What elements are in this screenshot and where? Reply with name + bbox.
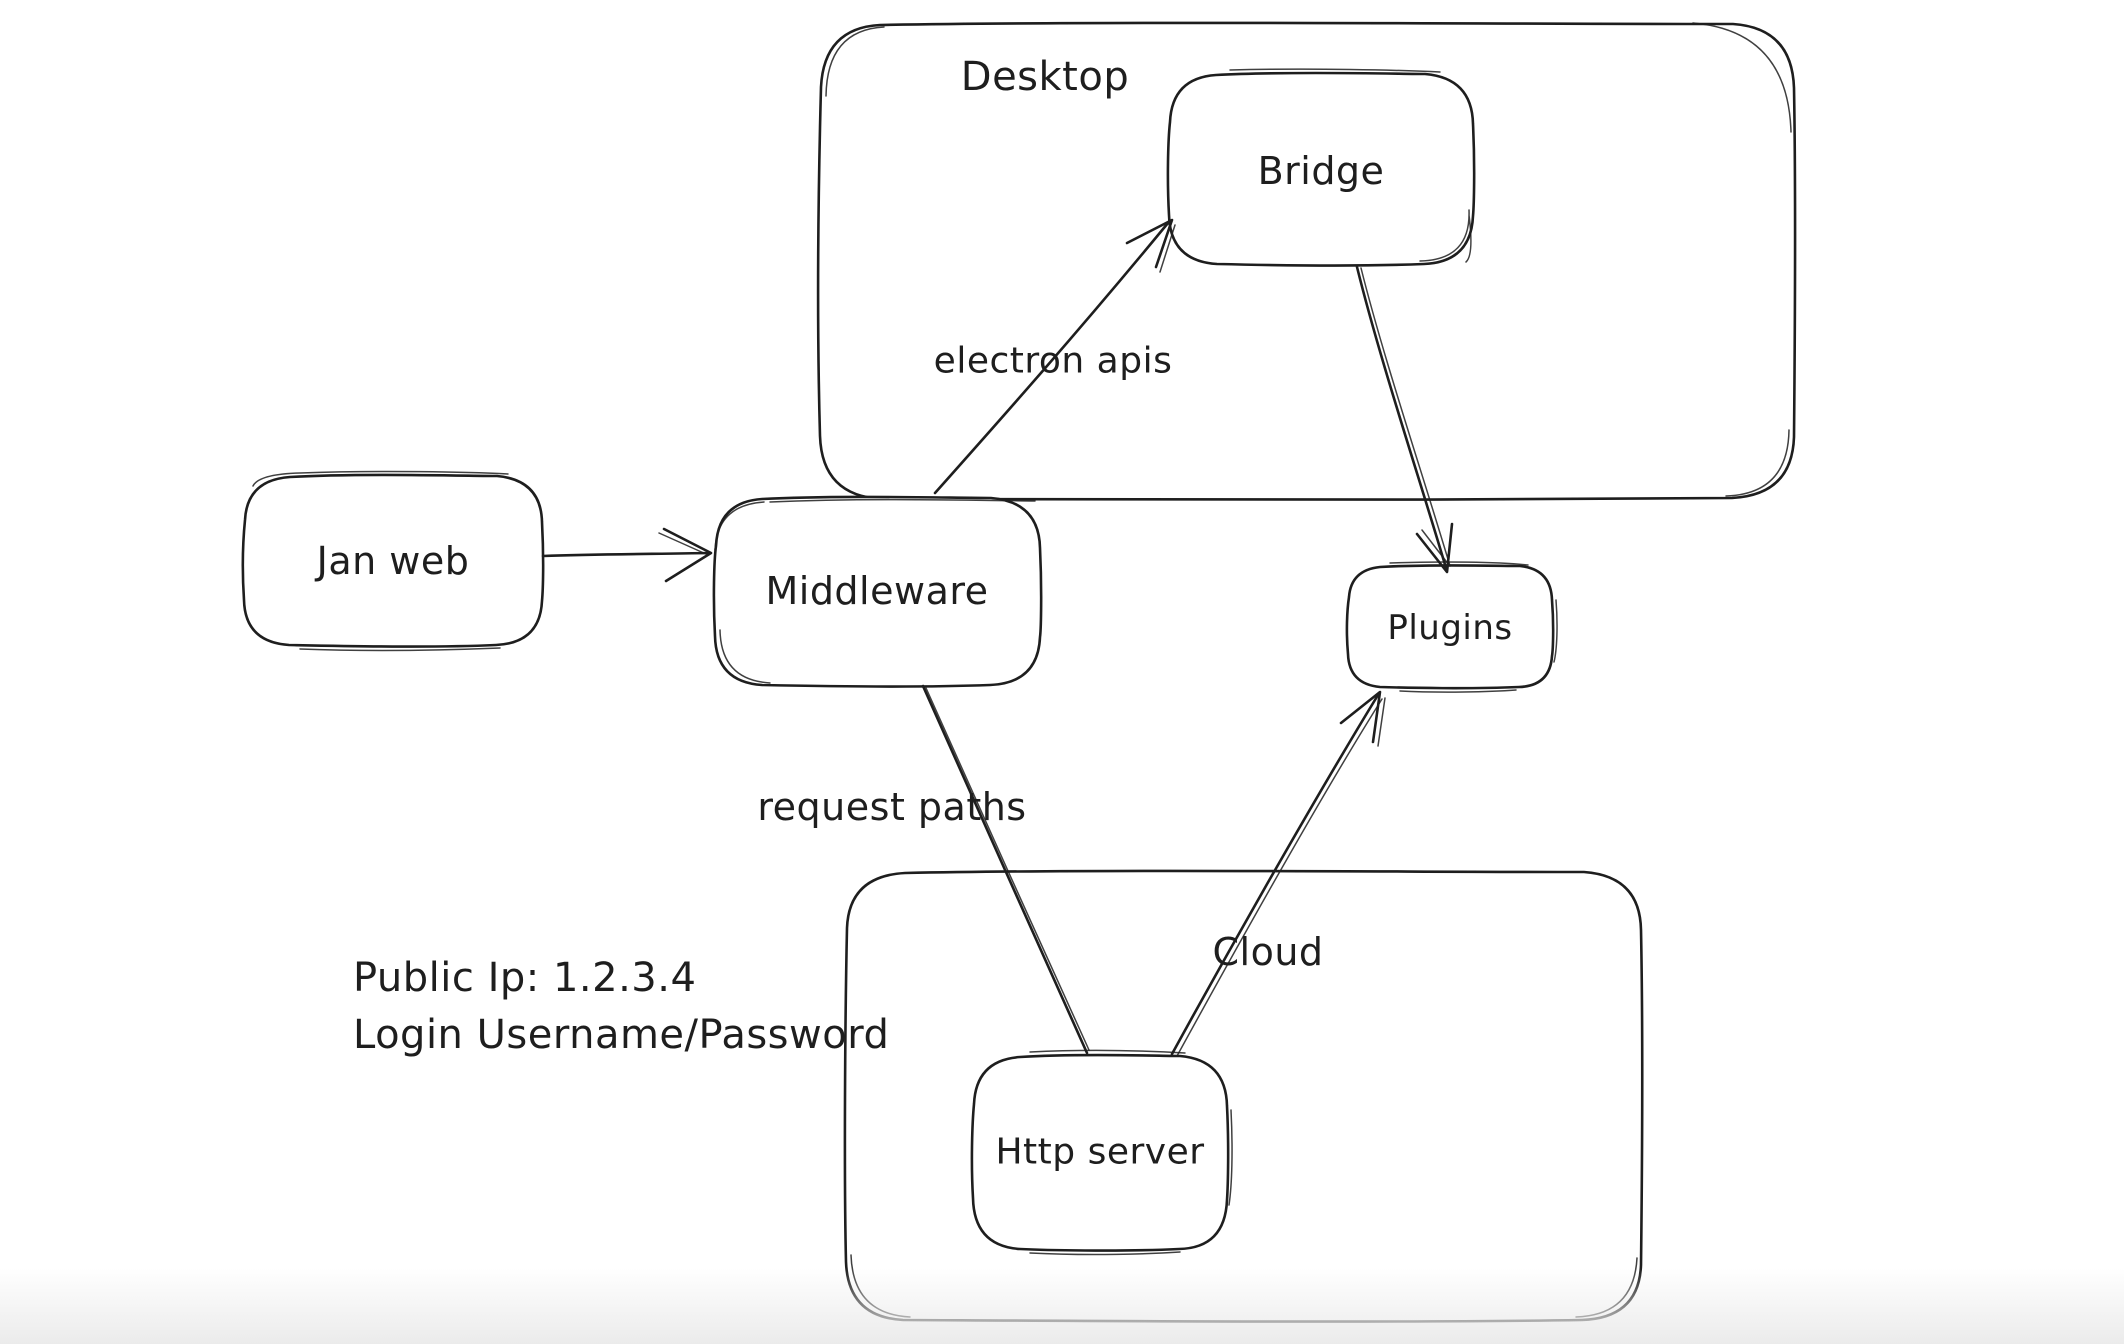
edge-middleware-httpserver[interactable]: [921, 684, 1090, 1055]
bridge-box-sketch[interactable]: [1229, 68, 1472, 263]
middleware-box-sketch[interactable]: [714, 498, 1036, 684]
middleware-label[interactable]: Middleware: [765, 569, 989, 613]
edge-middleware-bridge[interactable]: [933, 218, 1176, 495]
edge-httpserver-plugins[interactable]: [1170, 690, 1386, 1057]
edge-httpserver-plugins-line[interactable]: [1170, 693, 1380, 1056]
edge-janweb-middleware[interactable]: [541, 527, 713, 583]
edge-httpserver-plugins-arrowhead[interactable]: [1339, 690, 1382, 744]
edge-middleware-bridge-arrowhead[interactable]: [1125, 218, 1174, 269]
cloud-container-sketch[interactable]: [850, 1254, 1638, 1318]
plugins-box-sketch[interactable]: [1389, 561, 1558, 693]
jan-web-box-sketch[interactable]: [252, 470, 509, 652]
jan-web-label[interactable]: Jan web: [316, 539, 470, 583]
plugins-label[interactable]: Plugins: [1387, 608, 1513, 648]
http-server-label[interactable]: Http server: [995, 1131, 1205, 1173]
public-ip-annotation[interactable]: Public Ip: 1.2.3.4: [353, 955, 697, 1001]
edge-middleware-bridge-arrowhead-sketch[interactable]: [1159, 224, 1176, 273]
jan-web-node[interactable]: [241, 470, 545, 652]
plugins-box[interactable]: [1345, 564, 1555, 690]
edge-middleware-httpserver-line[interactable]: [921, 684, 1089, 1055]
edge-bridge-plugins-line[interactable]: [1355, 265, 1448, 570]
edge-middleware-bridge-line[interactable]: [933, 221, 1170, 495]
edge-bridge-plugins-arrowhead-sketch[interactable]: [1421, 529, 1450, 566]
edge-janweb-middleware-arrowhead[interactable]: [662, 527, 713, 583]
desktop-container-outline[interactable]: [816, 21, 1797, 501]
bridge-box[interactable]: [1166, 71, 1476, 267]
edge-label-request-paths[interactable]: request paths: [757, 785, 1027, 829]
desktop-container-sketch[interactable]: [825, 22, 1792, 497]
edge-httpserver-plugins-arrowhead-sketch[interactable]: [1377, 697, 1386, 747]
bridge-node[interactable]: [1166, 68, 1476, 267]
edge-httpserver-plugins-line-sketch[interactable]: [1176, 698, 1383, 1057]
jan-web-box[interactable]: [241, 473, 545, 648]
http-server-node[interactable]: [970, 1049, 1233, 1256]
cloud-container-label[interactable]: Cloud: [1212, 930, 1324, 974]
edge-bridge-plugins-arrowhead[interactable]: [1415, 522, 1454, 574]
http-server-box[interactable]: [970, 1053, 1230, 1252]
edge-label-electron-apis[interactable]: electron apis: [933, 340, 1173, 382]
edge-janweb-middleware-line[interactable]: [541, 551, 710, 558]
edge-middleware-httpserver-line-sketch[interactable]: [925, 687, 1090, 1051]
edge-bridge-plugins[interactable]: [1355, 265, 1454, 574]
middleware-node[interactable]: [712, 495, 1043, 688]
edge-janweb-middleware-arrowhead-sketch[interactable]: [658, 532, 707, 555]
login-credentials-annotation[interactable]: Login Username/Password: [353, 1012, 890, 1058]
desktop-container[interactable]: [816, 21, 1797, 501]
middleware-box[interactable]: [712, 495, 1043, 688]
bridge-label[interactable]: Bridge: [1257, 149, 1385, 193]
desktop-container-label[interactable]: Desktop: [960, 54, 1130, 100]
plugins-node[interactable]: [1345, 561, 1558, 693]
edge-bridge-plugins-line-sketch[interactable]: [1360, 267, 1451, 567]
